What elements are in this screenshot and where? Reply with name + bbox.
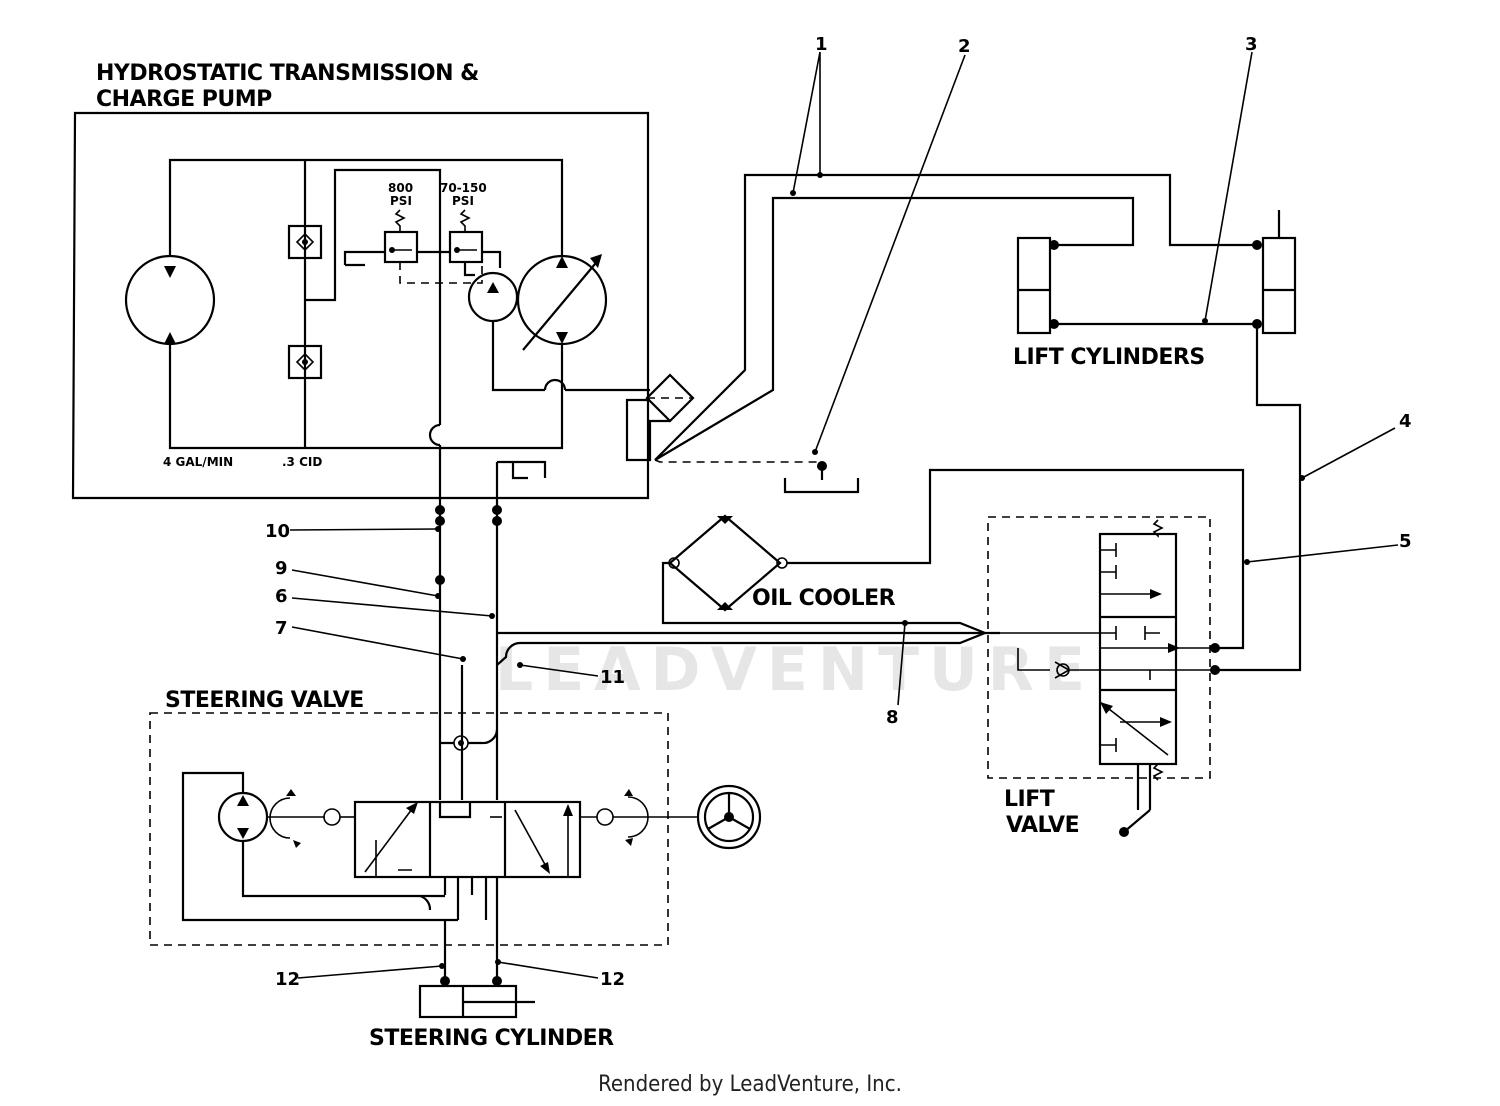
callout-4: 4 <box>1399 411 1412 432</box>
transmission-title-line2: CHARGE PUMP <box>96 87 272 112</box>
lift-valve-label-line1: LIFT <box>1004 787 1055 812</box>
lift-cylinders-label: LIFT CYLINDERS <box>1013 345 1205 370</box>
callout-1: 1 <box>815 34 828 55</box>
callout-10: 10 <box>265 521 290 542</box>
spring-icon <box>1152 763 1164 781</box>
lift-valve-label-line2: VALVE <box>1006 813 1079 838</box>
filter-assembly <box>625 173 1255 494</box>
steering-cylinder: STEERING CYLINDER <box>369 877 615 1051</box>
relief-valve-800-icon <box>383 230 419 264</box>
oil-cooler: OIL COOLER <box>520 468 1245 650</box>
relief-valve-70-150-value: 70-150 <box>440 181 487 195</box>
footer-credit: Rendered by LeadVenture, Inc. <box>598 1072 902 1097</box>
steering-valve: STEERING VALVE <box>149 688 762 946</box>
callout-2: 2 <box>958 36 971 57</box>
flow-rate-label: 4 GAL/MIN <box>163 455 233 469</box>
steering-cylinder-label: STEERING CYLINDER <box>369 1026 614 1051</box>
watermark: LEADVENTURE <box>495 635 1095 705</box>
lift-cylinder-left-icon <box>1016 236 1052 335</box>
steering-valve-body <box>353 800 582 879</box>
transmission-title-line1: HYDROSTATIC TRANSMISSION & <box>96 61 479 86</box>
lift-lever-icon <box>1119 827 1129 837</box>
spring-icon <box>459 209 471 232</box>
variable-displacement-pump-icon <box>516 254 608 346</box>
callout-12-right: 12 <box>600 969 625 990</box>
callout-12-left: 12 <box>275 969 300 990</box>
check-valve-icon <box>287 344 323 380</box>
hydrostatic-transmission: HYDROSTATIC TRANSMISSION & CHARGE PUMP 8… <box>71 61 650 500</box>
hydraulic-lines <box>435 462 1000 800</box>
relief-valve-70-150-icon <box>448 230 484 264</box>
lift-cylinder-right-icon <box>1261 236 1297 335</box>
lift-valve-body <box>1098 532 1178 766</box>
transmission-housing-outline <box>71 111 650 500</box>
relief-valve-800-unit: PSI <box>390 194 412 208</box>
callout-5: 5 <box>1399 531 1412 552</box>
callout-11: 11 <box>600 667 625 688</box>
lift-valve: LIFT VALVE <box>987 516 1220 838</box>
callout-3: 3 <box>1245 34 1258 55</box>
oil-cooler-label: OIL COOLER <box>752 586 896 611</box>
lift-cylinders: LIFT CYLINDERS <box>1013 210 1302 672</box>
charge-pump-icon <box>467 271 519 323</box>
relief-valve-70-150-unit: PSI <box>452 194 474 208</box>
spring-icon <box>1152 519 1164 538</box>
check-valve-icon <box>287 224 323 260</box>
callouts: 1 2 3 4 5 6 7 8 9 10 11 12 <box>265 34 1412 990</box>
relief-valve-800-value: 800 <box>388 181 413 195</box>
callout-7: 7 <box>275 618 288 639</box>
callout-9: 9 <box>275 558 288 579</box>
callout-8: 8 <box>886 707 899 728</box>
spring-icon <box>394 209 406 232</box>
steering-valve-label: STEERING VALVE <box>165 688 364 713</box>
steering-wheel-icon <box>696 784 762 850</box>
displacement-label: .3 CID <box>282 455 322 469</box>
callout-6: 6 <box>275 586 288 607</box>
